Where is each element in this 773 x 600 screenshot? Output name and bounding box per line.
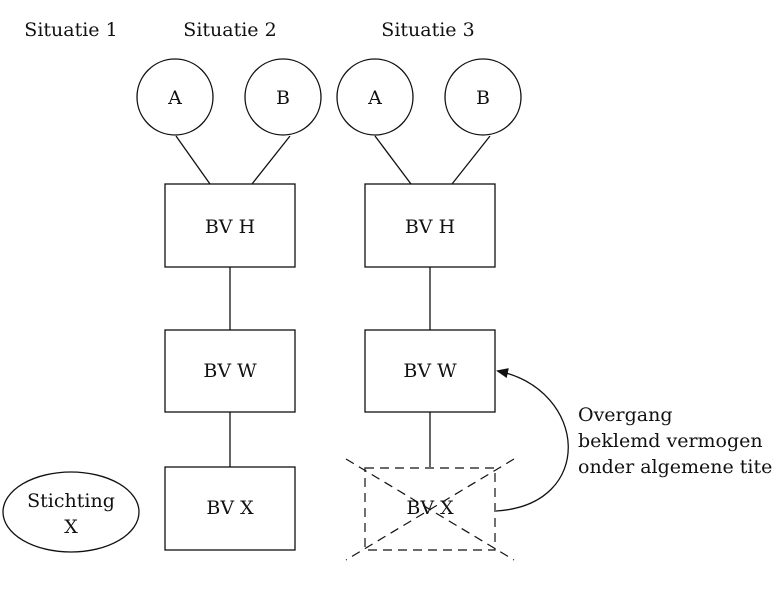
transfer-arrow (495, 368, 569, 512)
stichting-ellipse (2, 471, 140, 553)
connector-b-bvh-s3 (451, 135, 491, 185)
situatie-1-stichting: Stichting X (2, 471, 140, 553)
shareholder-b-label-s3: B (476, 87, 490, 109)
connector-a-bvh-s3 (374, 135, 412, 185)
bv-w-label-s2: BV W (203, 360, 257, 382)
heading-situatie-2: Situatie 2 (183, 19, 276, 41)
shareholder-b-label-s2: B (276, 87, 290, 109)
heading-situatie-1: Situatie 1 (24, 19, 117, 41)
stichting-label-line1: Stichting (27, 490, 115, 512)
bv-x-label-s2: BV X (206, 497, 254, 519)
bv-w-box-s2 (164, 329, 296, 413)
situatie-2-structure: A B BV H BV W BV X (136, 58, 322, 551)
transfer-annotation: Overgang beklemd vermogen onder algemene… (578, 404, 773, 478)
annotation-line-1: Overgang (578, 404, 673, 426)
heading-situatie-3: Situatie 3 (381, 19, 474, 41)
bv-h-label-s2: BV H (205, 216, 255, 238)
situatie-3-structure: A B BV H BV W BV X (336, 58, 569, 561)
stichting-label-line2: X (64, 516, 78, 538)
shareholder-a-label-s2: A (167, 87, 182, 109)
bv-h-box-s3 (364, 183, 496, 268)
cross-out-line-2 (345, 458, 515, 561)
shareholder-b-circle-s3 (444, 58, 522, 136)
bv-h-box-s2 (164, 183, 296, 268)
shareholder-a-circle-s3 (336, 58, 414, 136)
annotation-line-3: onder algemene titel (578, 456, 773, 478)
annotation-line-2: beklemd vermogen (578, 430, 763, 452)
connector-b-bvh-s2 (251, 135, 291, 185)
bv-h-label-s3: BV H (405, 216, 455, 238)
bv-w-box-s3 (364, 329, 496, 413)
bv-x-box-s2 (164, 466, 296, 551)
shareholder-a-circle-s2 (136, 58, 214, 136)
shareholder-a-label-s3: A (367, 87, 382, 109)
bv-w-label-s3: BV W (403, 360, 457, 382)
connector-a-bvh-s2 (175, 135, 211, 185)
shareholder-b-circle-s2 (244, 58, 322, 136)
bv-x-dissolved-box-s3 (364, 467, 496, 551)
